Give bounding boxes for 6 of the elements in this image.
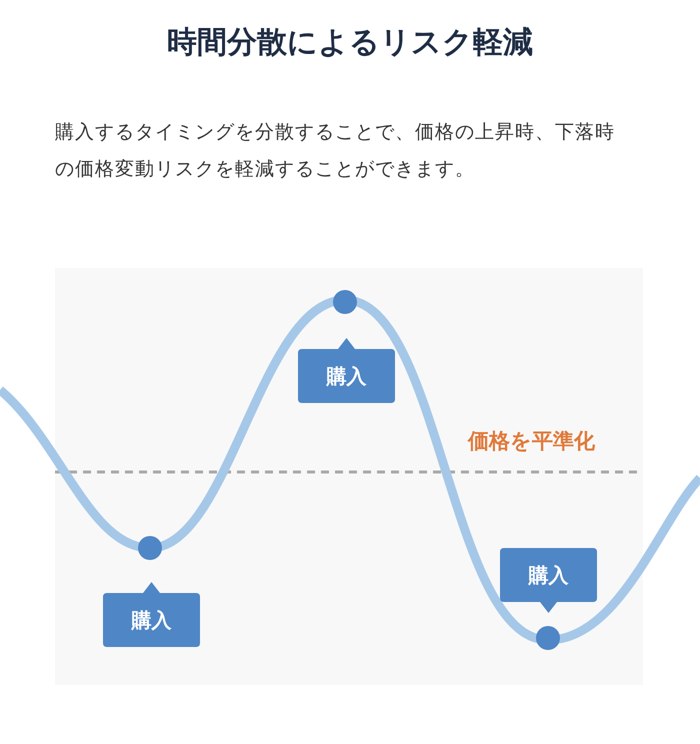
description-text: 購入するタイミングを分散することで、価格の上昇時、下落時の価格変動リスクを軽減することができます。 <box>55 120 615 182</box>
annotation-text: 価格を平準化 <box>468 428 595 455</box>
purchase-callout: 購入 <box>500 548 597 615</box>
purchase-callout: 購入 <box>298 336 395 403</box>
title: 時間分散によるリスク軽減 <box>166 24 534 62</box>
purchase-callout: 購入 <box>103 580 200 647</box>
